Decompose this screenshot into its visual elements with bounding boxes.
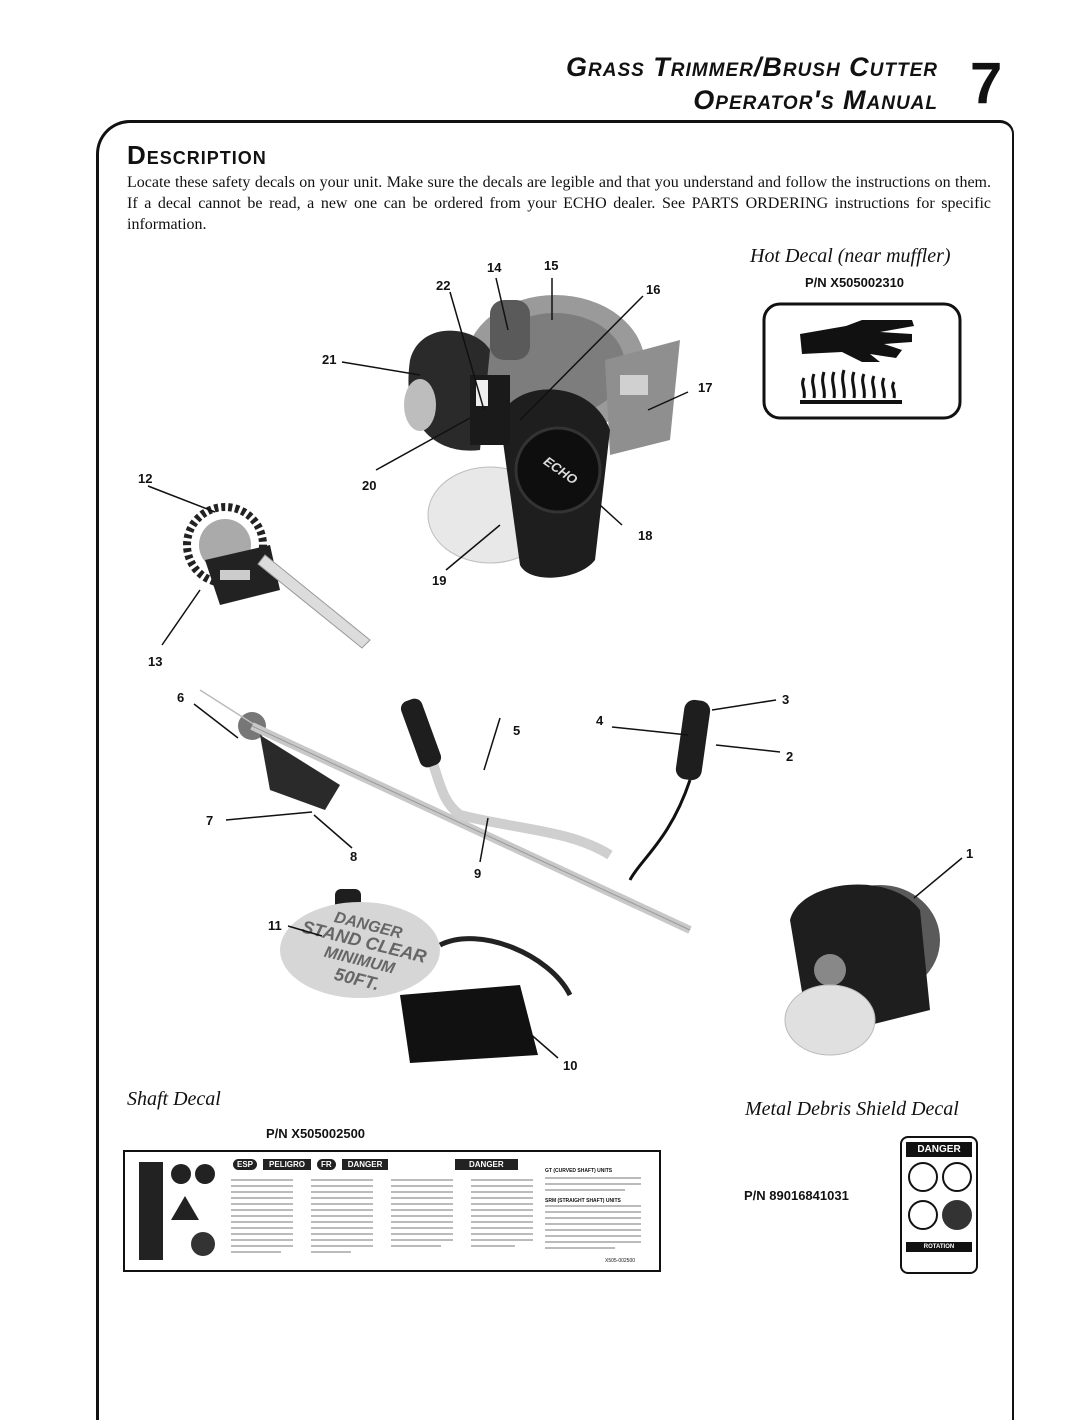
blade-head-illustration — [183, 503, 371, 649]
callout-12: 12 — [138, 471, 153, 486]
full-unit-illustration — [199, 689, 940, 1056]
danger-label-en: DANGER — [455, 1159, 518, 1170]
callout-19: 19 — [432, 573, 447, 588]
harness-illustration: DANGER STAND CLEAR MINIMUM 50FT. — [280, 889, 573, 1063]
page-frame — [96, 120, 1014, 1420]
callout-2: 2 — [786, 749, 794, 764]
decal-fine-print — [231, 1179, 533, 1253]
callout-15: 15 — [544, 258, 559, 273]
face-protection-icon — [942, 1200, 972, 1230]
hot-decal-title: Hot Decal (near muffler) — [750, 245, 951, 267]
callout-18: 18 — [638, 528, 653, 543]
shaft-decal-part-number: P/N X505002500 — [266, 1126, 366, 1141]
esp-language-tag: ESP — [233, 1159, 258, 1170]
callout-16: 16 — [646, 282, 661, 297]
callout-1: 1 — [966, 846, 974, 861]
callout-9: 9 — [474, 866, 482, 881]
handle-bar — [420, 738, 613, 860]
callout-11: 11 — [268, 918, 282, 933]
fr-language-tag: FR — [317, 1159, 336, 1170]
warning-triangle-icon — [171, 1196, 199, 1220]
shaft-decal-title: Shaft Decal — [127, 1088, 221, 1110]
callout-21: 21 — [322, 352, 337, 367]
no-bystanders-icon — [908, 1162, 938, 1192]
page-number: 7 — [970, 51, 1003, 116]
peligro-label: PELIGRO — [263, 1159, 312, 1170]
hot-decal-part-number: P/N X505002310 — [805, 275, 905, 290]
callout-8: 8 — [350, 849, 358, 864]
shield-decal: DANGER ROTATION — [900, 1136, 978, 1274]
shield-decal-title: Metal Debris Shield Decal — [745, 1098, 959, 1120]
manual-title-line2: Operator's Manual — [693, 85, 938, 115]
manual-title-line1: Grass Trimmer/Brush Cutter — [566, 52, 938, 82]
shield-decal-part-number: P/N 89016841031 — [744, 1188, 849, 1203]
engine-illustration: ECHO — [404, 295, 680, 578]
no-damaged-blade-icon — [908, 1200, 938, 1230]
trimmer-figure-icon — [139, 1162, 163, 1260]
shaft-decal-code: X505-002500 — [605, 1258, 636, 1264]
shield-danger-header: DANGER — [906, 1142, 972, 1157]
callout-22: 22 — [436, 278, 451, 293]
intro-paragraph: Locate these safety decals on your unit.… — [127, 174, 991, 233]
callout-5: 5 — [513, 723, 521, 738]
callout-17: 17 — [698, 380, 713, 395]
callout-6: 6 — [177, 690, 185, 705]
callout-lines — [147, 277, 963, 1059]
shaft-decal: ESP PELIGRO FR DANGER DANGER GT (CURVED … — [123, 1150, 661, 1272]
callout-13: 13 — [148, 654, 163, 669]
rotation-arrow: ROTATION — [906, 1242, 972, 1252]
danger-label-fr: DANGER — [341, 1159, 389, 1170]
eye-protection-icon — [171, 1164, 191, 1184]
section-title: Description — [127, 140, 267, 170]
srm-units-heading: SRM (STRAIGHT SHAFT) UNITS — [545, 1198, 621, 1204]
unit-engine — [784, 884, 940, 1056]
hot-decal-image — [762, 302, 962, 420]
heat-icon — [800, 369, 902, 404]
callout-20: 20 — [362, 478, 377, 493]
decal-model-fine-print — [545, 1177, 641, 1249]
callout-7: 7 — [206, 813, 214, 828]
ear-protection-icon — [195, 1164, 215, 1184]
hand-icon — [800, 320, 914, 362]
callout-3: 3 — [782, 692, 790, 707]
no-kickback-icon — [942, 1162, 972, 1192]
callout-4: 4 — [596, 713, 604, 728]
callout-10: 10 — [563, 1058, 578, 1073]
bystander-icon — [191, 1232, 215, 1256]
gt-units-heading: GT (CURVED SHAFT) UNITS — [545, 1168, 613, 1174]
callout-14: 14 — [487, 260, 502, 275]
